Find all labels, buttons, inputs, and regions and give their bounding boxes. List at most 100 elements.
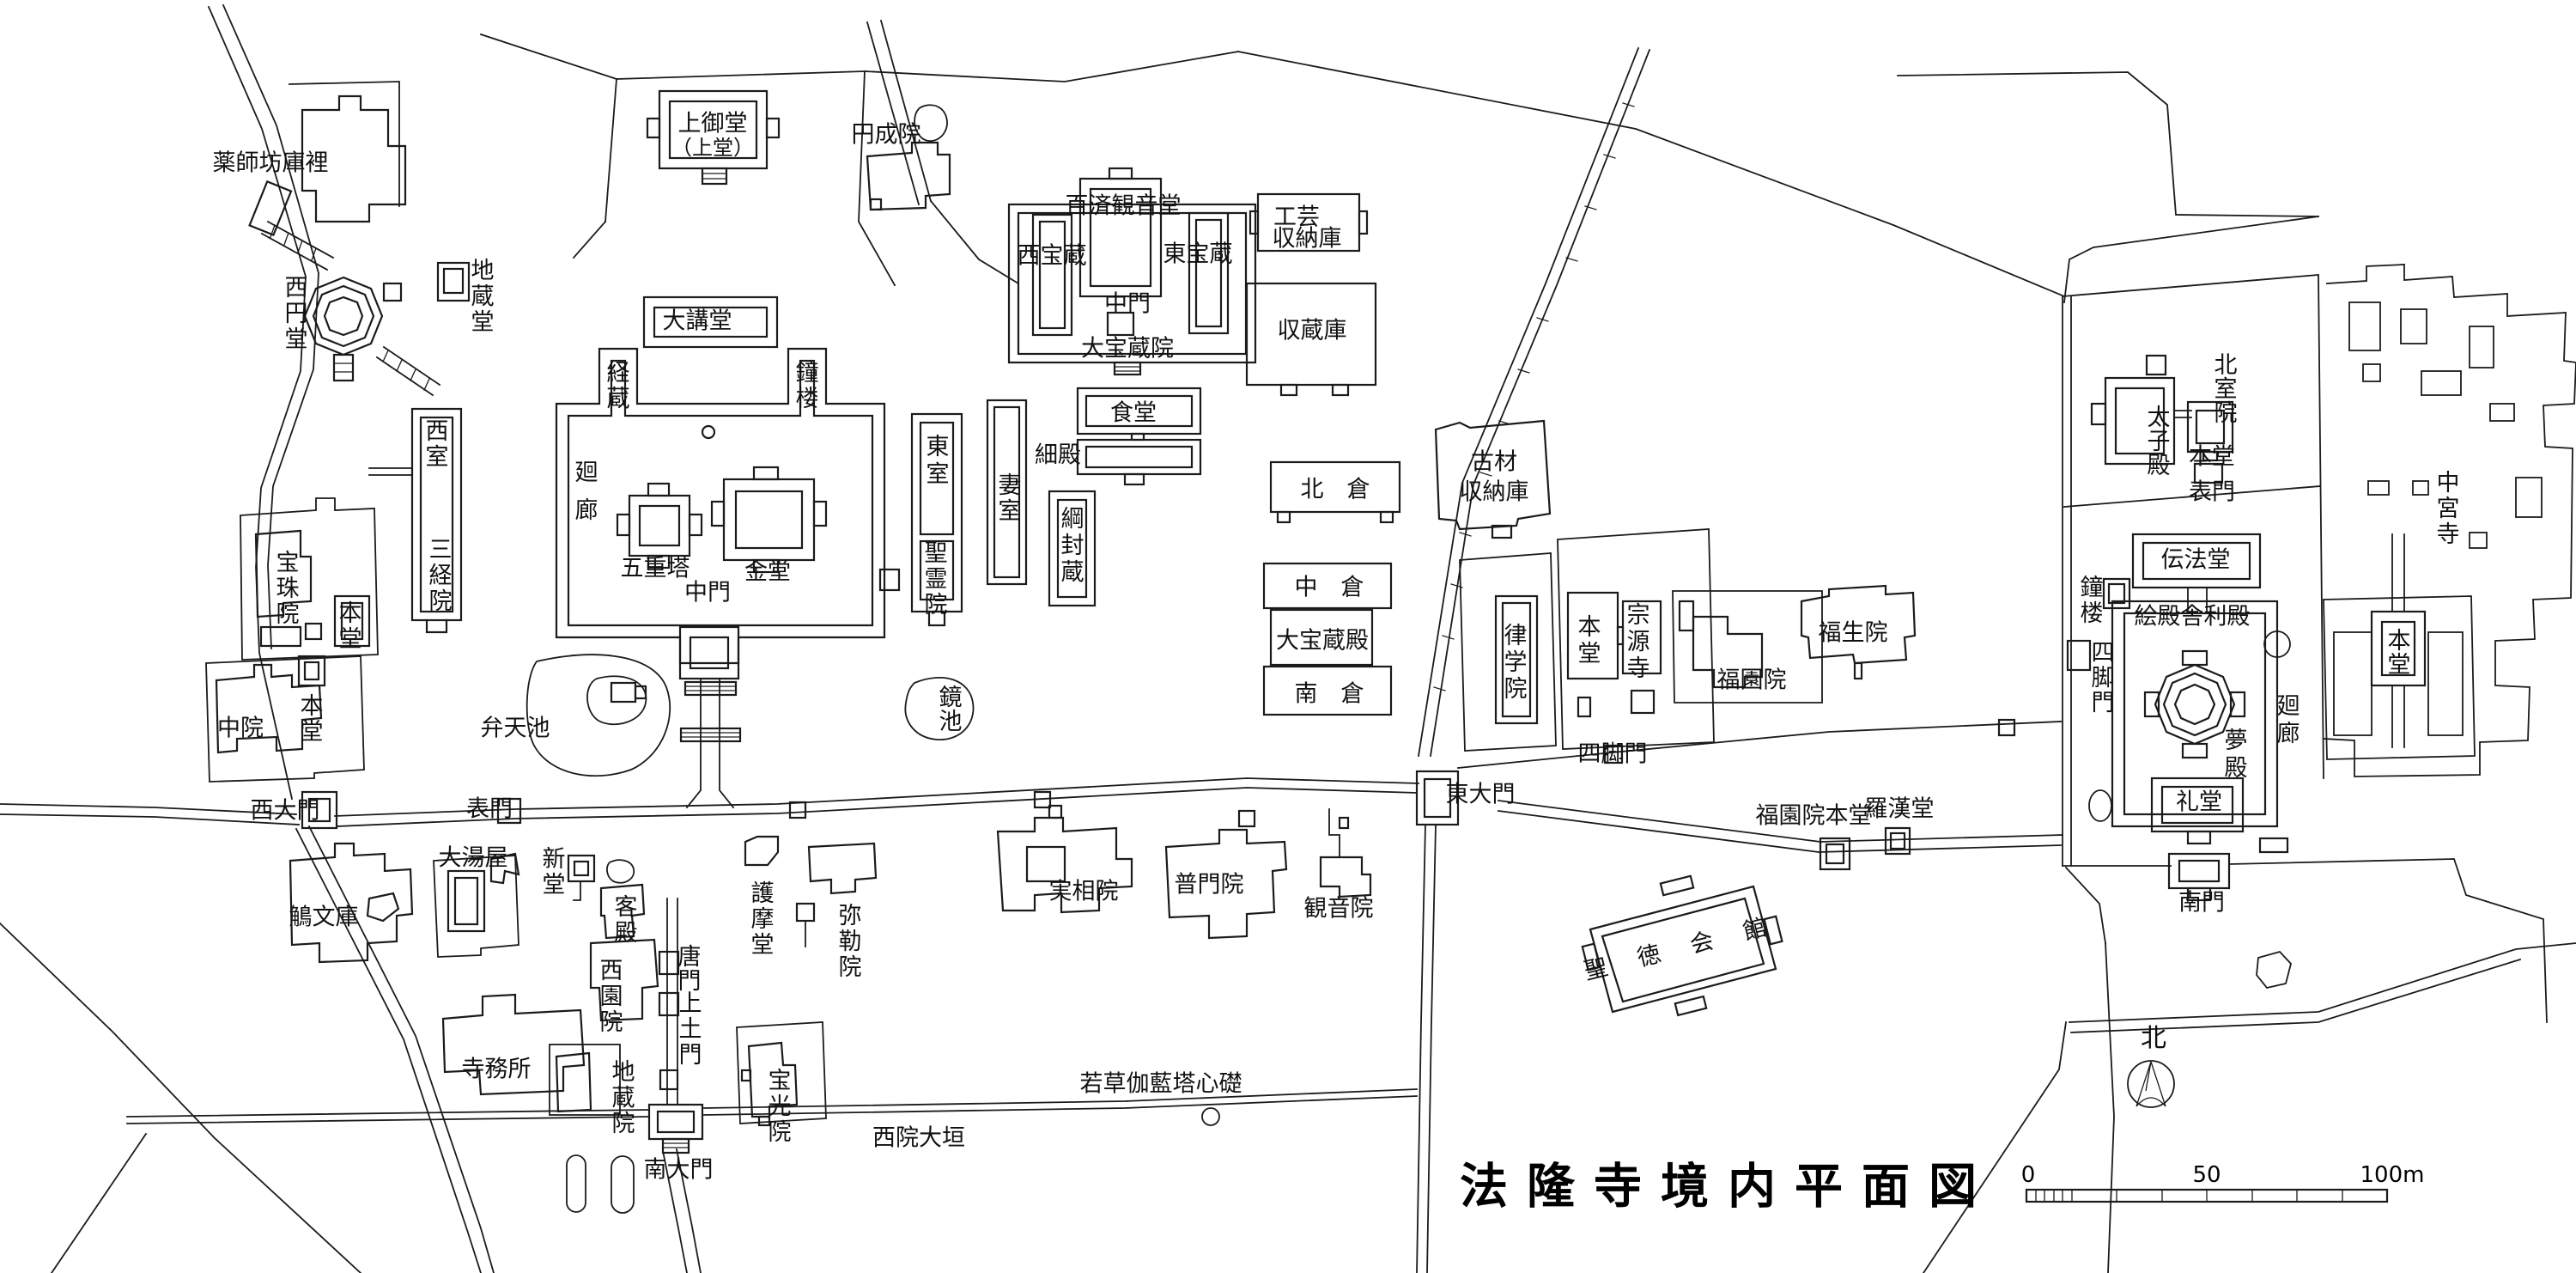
map-label-higashi-hozo: 東宝蔵 — [1163, 241, 1233, 268]
map-label-raido: 礼堂 — [2176, 789, 2222, 816]
shoro-east-building — [2102, 577, 2131, 610]
map-label-fukuonin-hondo: 福園院本堂 — [1756, 803, 1872, 830]
pagoda — [628, 494, 691, 557]
map-label-minami-kura: 南 倉 — [1295, 681, 1364, 708]
map-label-daikodo: 大講堂 — [663, 308, 732, 335]
map-label-saiendo: 西円堂 — [285, 275, 308, 353]
map-label-edono-shariden: 絵殿舎利殿 — [2135, 604, 2251, 630]
chuguji-compound — [2323, 264, 2576, 777]
map-label-shikyakumon-east: 四脚門 — [2092, 640, 2115, 716]
map-label-jimusho: 寺務所 — [462, 1057, 532, 1083]
map-label-shotoku-kaikan: 聖 徳 会 館 — [1582, 911, 1781, 985]
scale-zero: 0 — [2021, 1162, 2036, 1188]
nakanoin-building — [215, 663, 323, 754]
map-label-kitamuroin: 北室院 — [2215, 352, 2238, 427]
map-label-hosodono: 細殿 — [1035, 442, 1081, 469]
scale-fifty: 50 — [2192, 1162, 2221, 1188]
map-label-omotemon-west: 表門 — [466, 796, 513, 823]
roads-and-walls — [0, 3, 2576, 1273]
hokoin-wall — [736, 1021, 827, 1124]
hoshuin-wall — [240, 497, 379, 661]
map-label-taishiden: 太子殿 — [2148, 405, 2171, 479]
kyakuden-pond — [606, 859, 635, 884]
map-label-kondo: 金堂 — [744, 559, 791, 586]
sogenji-wall — [1557, 528, 1715, 750]
shotoku-kaikan-building — [1589, 885, 1777, 1014]
map-label-kairo-east: 廻廊 — [2277, 693, 2300, 747]
map-label-gomado: 護摩堂 — [751, 880, 775, 959]
map-label-shoro-west: 鐘楼 — [796, 360, 819, 412]
fukuonin-hondo-building — [1819, 837, 1851, 871]
compass-needle — [2136, 1061, 2166, 1107]
map-label-ritsugakuin: 律学院 — [1504, 623, 1528, 703]
shoryoin-building — [919, 539, 955, 601]
ponds — [526, 104, 2292, 1126]
fukuonin-building — [1692, 615, 1764, 689]
saionin-building — [589, 938, 659, 1022]
kofuzo-building — [1048, 490, 1097, 607]
map-label-shikyakumon-center: 四脚門 — [1578, 741, 1648, 768]
map-label-kofuzo: 綱封蔵 — [1061, 506, 1084, 586]
map-label-fumonin: 普門院 — [1175, 872, 1244, 898]
map-label-tsumamuro: 妻室 — [999, 472, 1022, 525]
shikyakumon-east-gate — [2066, 639, 2092, 672]
map-label-nandaimon: 南大門 — [644, 1157, 714, 1184]
map-label-kairo-west: 廻廊 — [575, 460, 598, 524]
omotemon-east-gate — [2193, 462, 2224, 484]
map-label-kozai-2: 収納庫 — [1460, 479, 1529, 506]
hoshuin-hondo-building — [333, 594, 371, 648]
omotemon-west-gate — [496, 797, 522, 825]
map-label-nanmon: 南門 — [2178, 890, 2225, 917]
yumedono-cloister-outer — [2111, 600, 2279, 828]
map-label-hokoin: 宝光院 — [769, 1068, 792, 1146]
map-label-hondo-sogenji: 本堂 — [1578, 614, 1601, 667]
map-label-jissoin: 実相院 — [1049, 879, 1119, 905]
map-label-shindo: 新堂 — [543, 846, 566, 898]
map-label-karamon: 唐門 — [678, 944, 702, 995]
hoshuin-building — [254, 529, 313, 618]
map-label-chuguji: 中宮寺 — [2437, 470, 2460, 548]
map-label-kudara-kannondo: 百済観音堂 — [1066, 193, 1182, 220]
map-label-nakanoin: 中院 — [217, 716, 264, 742]
gomado-building — [744, 835, 780, 867]
fukuonin-wall — [1672, 590, 1823, 704]
map-label-shoryoin: 聖霊院 — [925, 540, 948, 618]
east-oval-pond — [2088, 789, 2112, 822]
map-label-gojunoto: 五重塔 — [621, 556, 690, 582]
map-label-kita-kura: 北 倉 — [1301, 477, 1370, 503]
hokoin-building — [747, 1041, 799, 1118]
map-label-saiin-ogaki: 西院大垣 — [872, 1125, 965, 1152]
map-label-higashi-daimon: 東大門 — [1446, 782, 1516, 808]
mirokuin-building — [807, 842, 878, 895]
map-label-kyozo: 経蔵 — [607, 360, 630, 412]
map-label-yakushibo-kuri: 薬師坊庫裡 — [213, 150, 329, 177]
map-label-kozai-1: 古材 — [1471, 449, 1517, 476]
map-labels: 薬師坊庫裡西円堂地蔵堂上御堂（上堂）円成院大講堂経蔵鐘楼廻廊五重塔金堂中門西室三… — [213, 111, 2460, 1184]
yumedono-cloister-inner — [2123, 612, 2267, 816]
enjoin-pond — [914, 104, 948, 143]
map-label-kannonin: 観音院 — [1304, 896, 1374, 923]
kagamiike-pond — [904, 676, 975, 740]
nishimuro-building — [410, 407, 463, 622]
map-label-nishi-hozo: 西宝蔵 — [1018, 243, 1087, 270]
bentenike-pond — [526, 654, 671, 777]
oyuya-bath — [447, 869, 486, 933]
southeast-pond — [2256, 950, 2292, 990]
map-label-naka-kura: 中 倉 — [1295, 575, 1364, 601]
map-label-jikido: 食堂 — [1110, 400, 1157, 427]
agetsuchimon-gate — [658, 991, 680, 1017]
map-label-kyakuden: 客殿 — [615, 894, 638, 947]
cloister-inner — [567, 359, 874, 627]
map-label-daihozoin: 大宝蔵院 — [1081, 336, 1174, 362]
map-label-enjoin: 円成院 — [852, 122, 921, 149]
map-label-kagamiike: 鏡池 — [939, 685, 963, 735]
map-label-chumon-west: 中門 — [684, 580, 731, 606]
wall-gates — [659, 718, 2016, 1091]
map-label-nishimuro: 西室 — [426, 418, 449, 471]
kozai-shunoko-building — [1434, 419, 1552, 531]
map-label-jizodo: 地蔵堂 — [471, 258, 495, 336]
daikodo-hall — [642, 295, 779, 349]
minami-kura-building — [1262, 665, 1393, 716]
jizodo-building — [436, 261, 471, 302]
